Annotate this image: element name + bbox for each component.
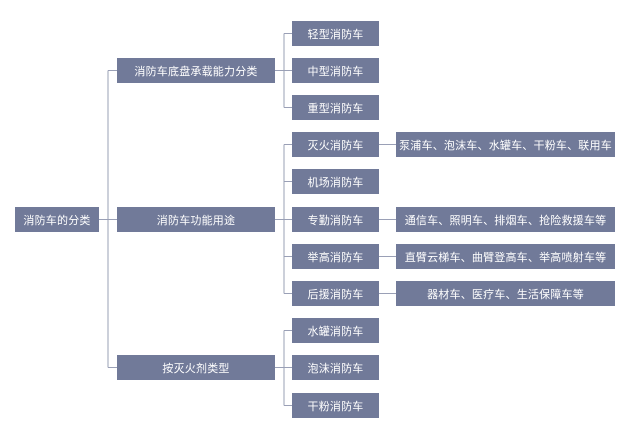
item-light-truck: 轻型消防车: [292, 21, 379, 46]
item-foam-truck: 泡沫消防车: [292, 355, 379, 380]
item-aerial-truck: 举高消防车: [292, 244, 379, 269]
item-support-truck: 后援消防车: [292, 281, 379, 306]
item-heavy-truck: 重型消防车: [292, 95, 379, 120]
category-extinguishing-agent: 按灭火剂类型: [117, 355, 275, 380]
detail-aerial-types: 直臂云梯车、曲臂登高车、举高喷射车等: [396, 244, 615, 269]
item-firefighting-truck: 灭火消防车: [292, 132, 379, 157]
category-function-use: 消防车功能用途: [117, 207, 275, 232]
detail-support-types: 器材车、医疗车、生活保障车等: [396, 281, 615, 306]
item-medium-truck: 中型消防车: [292, 58, 379, 83]
item-water-tank-truck: 水罐消防车: [292, 318, 379, 343]
item-dry-powder-truck: 干粉消防车: [292, 393, 379, 418]
detail-special-service-types: 通信车、照明车、排烟车、抢险救援车等: [396, 207, 615, 232]
item-special-service-truck: 专勤消防车: [292, 207, 379, 232]
root-node: 消防车的分类: [15, 207, 99, 232]
category-chassis-capacity: 消防车底盘承载能力分类: [117, 58, 275, 83]
item-airport-truck: 机场消防车: [292, 169, 379, 194]
detail-firefighting-types: 泵浦车、泡沫车、水罐车、干粉车、联用车: [396, 132, 615, 157]
